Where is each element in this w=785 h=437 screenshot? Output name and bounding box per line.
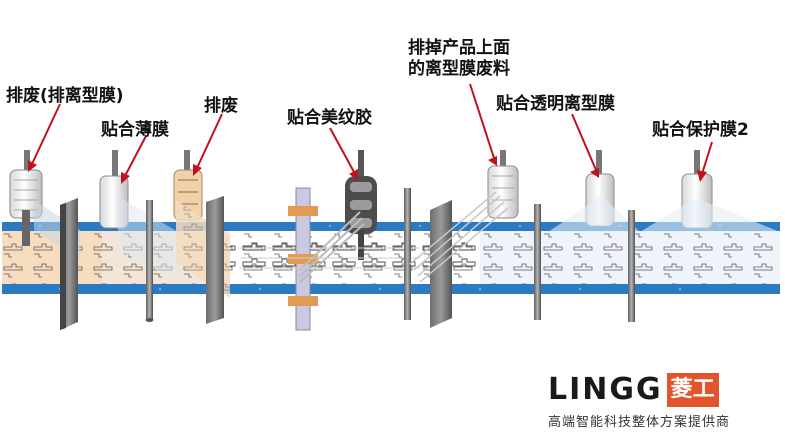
label-discard: 排废 <box>204 96 238 116</box>
discard-roller <box>173 150 230 324</box>
arrow-clear-release <box>571 113 599 178</box>
tape-laminate-unit <box>240 150 420 331</box>
arrow-tape <box>329 127 358 180</box>
label-discard-release: 排废(排离型膜) <box>6 86 124 106</box>
arrow-discard-release <box>28 103 61 172</box>
blade-1 <box>60 198 78 330</box>
label-discard-top-release-line1: 排掉产品上面 <box>408 38 510 58</box>
protective-film-roller <box>640 150 780 232</box>
label-laminate-film: 贴合薄膜 <box>101 120 169 140</box>
arrow-discard <box>193 113 223 176</box>
label-laminate-tape: 贴合美纹胶 <box>287 108 372 128</box>
brand-tagline: 高端智能科技整体方案提供商 <box>548 415 731 430</box>
label-laminate-protect: 贴合保护膜2 <box>652 120 749 140</box>
brand-logo-text: LINGG <box>548 372 663 407</box>
laminate-film-roller <box>99 150 178 322</box>
label-discard-top-release-line2: 的离型膜废料 <box>408 59 510 79</box>
release-scrap-removal-unit <box>404 150 541 328</box>
brand-logo-badge: 菱工 <box>666 372 719 407</box>
label-laminate-clear-release: 贴合透明离型膜 <box>496 94 615 114</box>
arrow-release-scrap <box>469 83 497 166</box>
clear-release-roller <box>548 150 640 322</box>
arrow-protective-film <box>697 141 713 182</box>
pointer-arrows <box>28 83 713 184</box>
arrow-laminate-film <box>121 135 147 184</box>
label-discard-top-release: 排掉产品上面 的离型膜废料 <box>408 38 510 80</box>
brand-logo: LINGG 菱工 <box>548 372 719 407</box>
